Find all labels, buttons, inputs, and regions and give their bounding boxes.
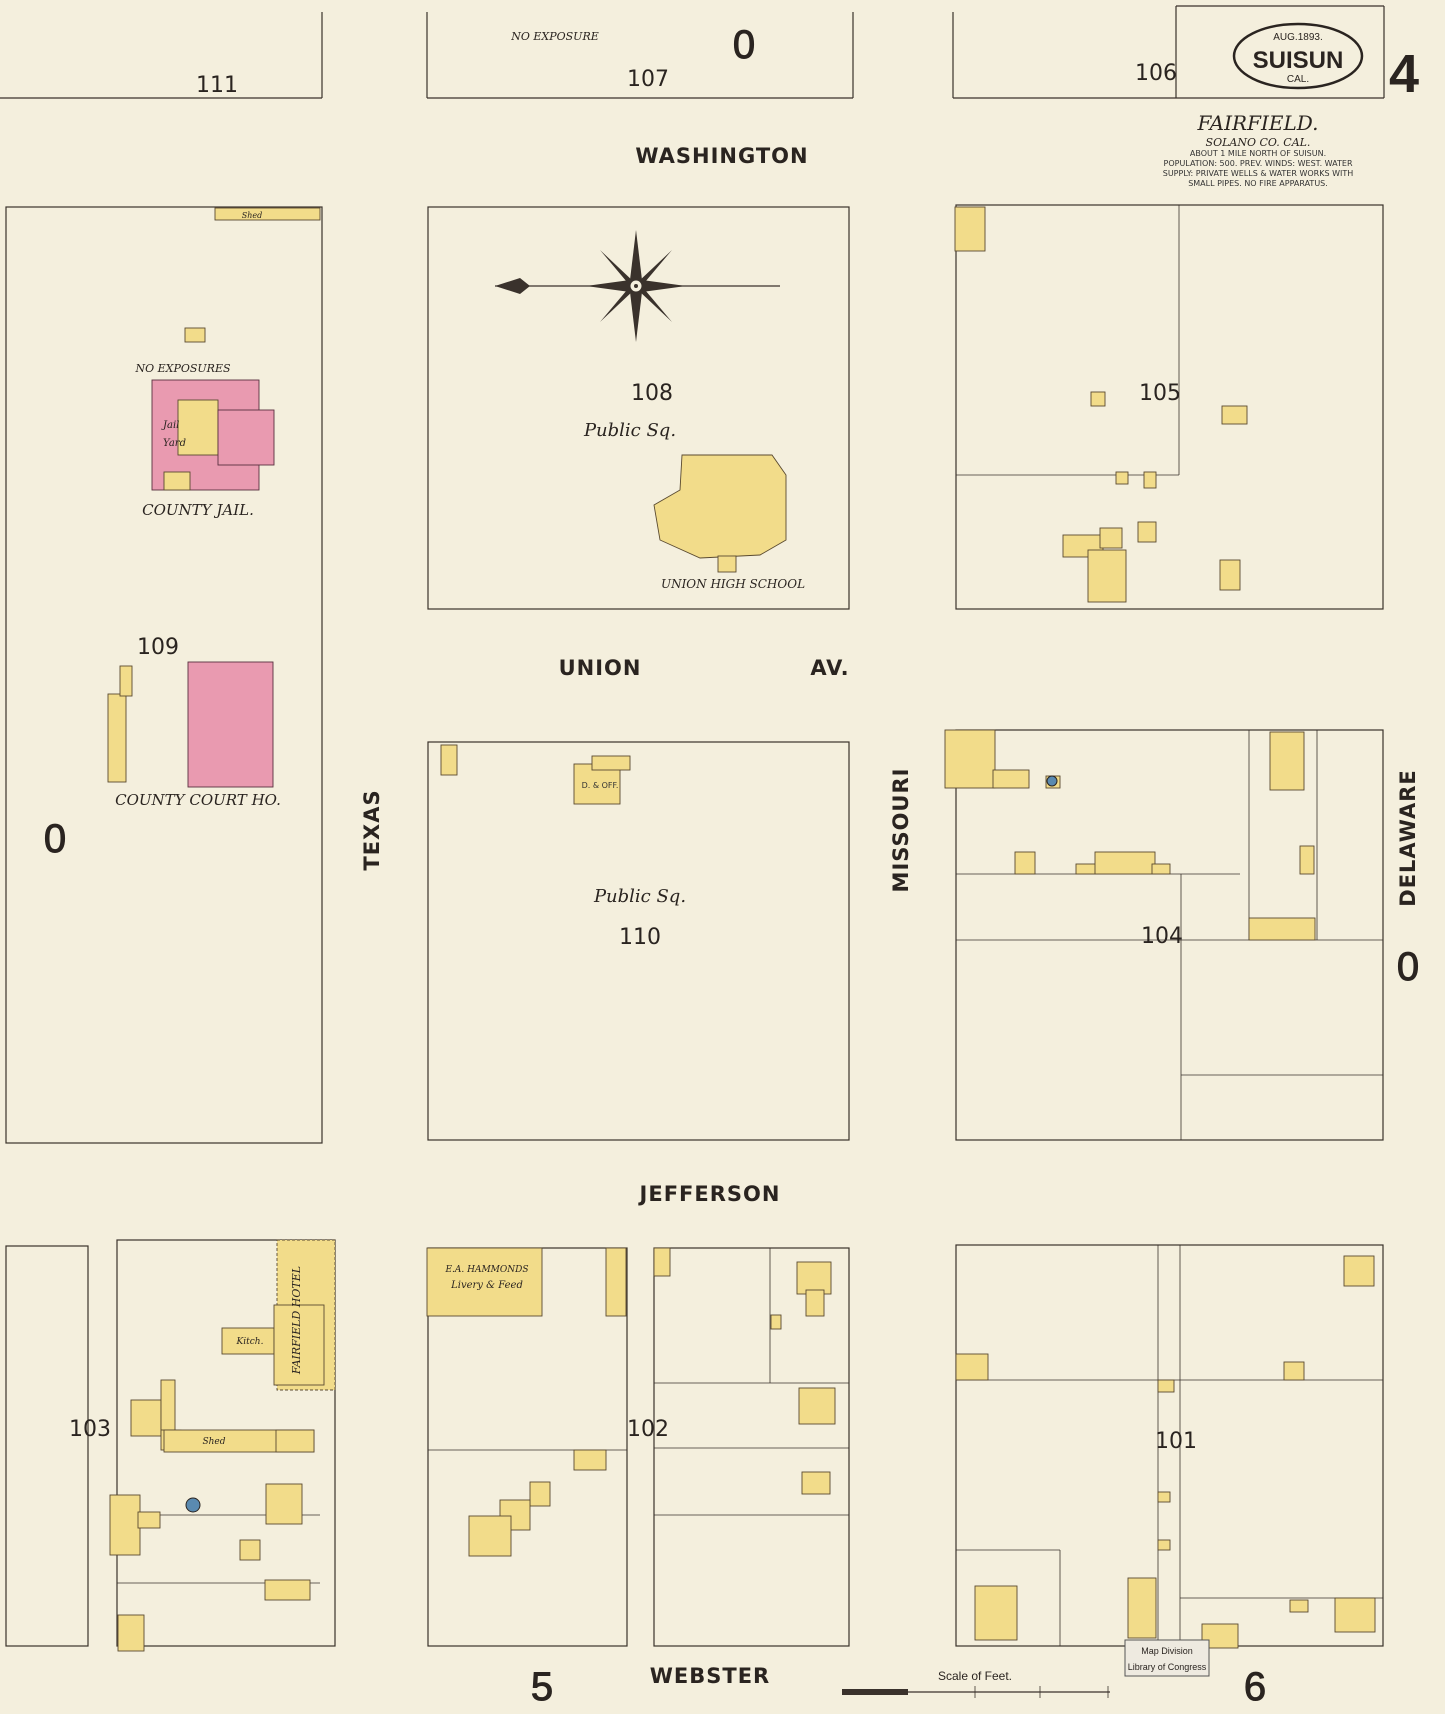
street-missouri: MISSOURI xyxy=(889,768,913,893)
label-zero-right: 0 xyxy=(1397,945,1419,989)
stamp-library: Library of Congress xyxy=(1128,1662,1207,1672)
label-zero-top: 0 xyxy=(733,23,755,67)
street-union: UNION xyxy=(559,656,642,680)
street-texas: TEXAS xyxy=(360,789,384,870)
label-public-sq-108: Public Sq. xyxy=(583,420,676,441)
header-note-2: POPULATION: 500. PREV. WINDS: WEST. WATE… xyxy=(1164,159,1353,168)
label-shed: Shed xyxy=(242,211,263,220)
block-102: 102 xyxy=(627,1417,669,1442)
label-scale: Scale of Feet. xyxy=(938,1669,1012,1683)
header-town: SUISUN xyxy=(1253,47,1344,74)
label-fairfield-hotel: FAIRFIELD HOTEL xyxy=(290,1266,303,1375)
label-public-sq-110: Public Sq. xyxy=(593,886,686,907)
street-webster: WEBSTER xyxy=(650,1664,770,1688)
label-union-high: UNION HIGH SCHOOL xyxy=(661,577,805,591)
top-block-strip xyxy=(0,5,1385,99)
header-note-4: SMALL PIPES. NO FIRE APPARATUS. xyxy=(1188,179,1328,188)
header-state: CAL. xyxy=(1287,74,1309,85)
street-union-av: AV. xyxy=(810,656,849,680)
sheet-number: 4 xyxy=(1389,44,1419,104)
header-note-3: SUPPLY: PRIVATE WELLS & WATER WORKS WITH xyxy=(1163,169,1354,178)
scale-bar xyxy=(842,1686,1110,1698)
header-date: AUG.1893. xyxy=(1273,32,1322,43)
block-103: 103 xyxy=(69,1417,111,1442)
title-cartouche xyxy=(1232,22,1364,90)
label-county-jail: COUNTY JAIL. xyxy=(142,501,254,519)
label-jail-yard-1: Jail xyxy=(161,420,179,431)
block-108: 108 xyxy=(631,381,673,406)
label-kitch: Kitch. xyxy=(236,1337,264,1347)
block-107: 107 xyxy=(627,67,669,92)
buildings xyxy=(107,206,1376,1652)
block-110: 110 xyxy=(619,925,661,950)
water-tank-marker xyxy=(185,1497,201,1513)
label-d-off: D. & OFF. xyxy=(582,781,619,790)
header-county: SOLANO CO. CAL. xyxy=(1206,136,1311,149)
library-stamp xyxy=(1124,1639,1210,1677)
label-county-court: COUNTY COURT HO. xyxy=(115,791,281,809)
label-sheet-6: 6 xyxy=(1244,1665,1266,1709)
label-no-exposures: NO EXPOSURES xyxy=(134,362,231,375)
block-105: 105 xyxy=(1139,381,1181,406)
label-sheet-5: 5 xyxy=(531,1665,553,1709)
block-101: 101 xyxy=(1155,1429,1197,1454)
label-shed-103: Shed xyxy=(202,1437,225,1447)
block-106: 106 xyxy=(1135,61,1177,86)
label-hammonds-1: E.A. HAMMONDS xyxy=(444,1265,528,1275)
street-washington: WASHINGTON xyxy=(635,144,808,168)
header-place: FAIRFIELD. xyxy=(1197,111,1319,135)
compass-rose-icon xyxy=(495,230,780,342)
block-109: 109 xyxy=(137,635,179,660)
stamp-map-division: Map Division xyxy=(1141,1646,1193,1656)
block-104: 104 xyxy=(1141,924,1183,949)
label-hammonds-2: Livery & Feed xyxy=(450,1280,523,1291)
label-jail-yard-2: Yard xyxy=(163,438,186,449)
water-tank-marker xyxy=(1046,775,1058,787)
label-no-exposure: NO EXPOSURE xyxy=(510,30,599,43)
street-delaware: DELAWARE xyxy=(1396,769,1420,906)
block-111: 111 xyxy=(196,73,238,98)
header-note-1: ABOUT 1 MILE NORTH OF SUISUN. xyxy=(1190,149,1326,158)
street-jefferson: JEFFERSON xyxy=(638,1182,781,1206)
label-zero-left: 0 xyxy=(44,817,66,861)
